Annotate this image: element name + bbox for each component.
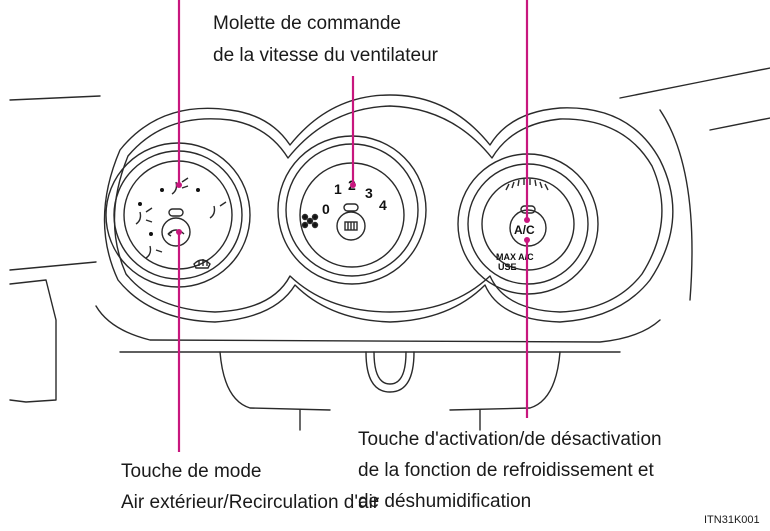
floor-vent-icon [145, 245, 163, 259]
console-vent-left [219, 351, 331, 411]
fan-icon [301, 213, 319, 229]
console-panel-bottom [299, 409, 481, 431]
front-defrost-icon [193, 259, 211, 269]
figure-code: ITN31K001 [704, 514, 760, 526]
dashboard-top-edge [9, 95, 101, 101]
mode-button-callout: Touche de mode [121, 461, 262, 482]
ac-callout-line2: de la fonction de refroidissement et [358, 460, 654, 481]
mode-dial-dots [138, 188, 200, 236]
callout-dot-fan [350, 182, 356, 188]
fan-speed-callout-line2: de la vitesse du ventilateur [213, 45, 438, 66]
callout-dot-top-left [176, 182, 182, 188]
temperature-scale-ticks [505, 179, 549, 191]
fan-speed-1: 1 [334, 181, 342, 197]
ac-button-label: A/C [514, 223, 535, 237]
dashboard-left-panel [9, 279, 57, 403]
air-intake-indicator [168, 208, 184, 217]
console-slot [365, 351, 415, 393]
callout-dot-top-right [524, 217, 530, 223]
air-intake-button[interactable] [161, 217, 191, 247]
floor-defrost-vent-icon [209, 201, 227, 219]
fan-speed-3: 3 [365, 185, 373, 201]
dashboard-right-contour [659, 109, 693, 301]
bi-level-vent-icon [135, 207, 153, 225]
max-ac-label: MAX A/C [496, 252, 534, 262]
control-bezel-outline [103, 94, 674, 323]
ac-callout-line3: de déshumidification [358, 491, 532, 512]
fan-speed-4: 4 [379, 197, 387, 213]
use-label: USE [498, 262, 517, 272]
ac-callout-line1: Touche d'activation/de désactivation [358, 429, 662, 450]
fan-speed-0: 0 [322, 201, 330, 217]
fan-speed-callout-line1: Molette de commande [213, 13, 401, 34]
face-vent-icon [171, 177, 189, 195]
console-vent-right [449, 351, 561, 411]
rear-defrost-icon [344, 221, 358, 231]
callout-dot-mode [176, 229, 182, 235]
rear-defrost-indicator [343, 203, 359, 212]
console-slot-inner [373, 351, 407, 385]
recirculation-icon [167, 229, 185, 237]
control-bezel-inner [113, 105, 663, 313]
callout-dot-ac [524, 237, 530, 243]
air-intake-callout: Air extérieur/Recirculation d'air [121, 492, 380, 513]
dashboard-lower-edge [9, 261, 97, 271]
console-lower-contour [95, 305, 661, 343]
dashboard-right-edge [709, 117, 770, 131]
rear-defrost-button[interactable] [336, 211, 366, 241]
dashboard-top-edge-right [619, 67, 770, 99]
